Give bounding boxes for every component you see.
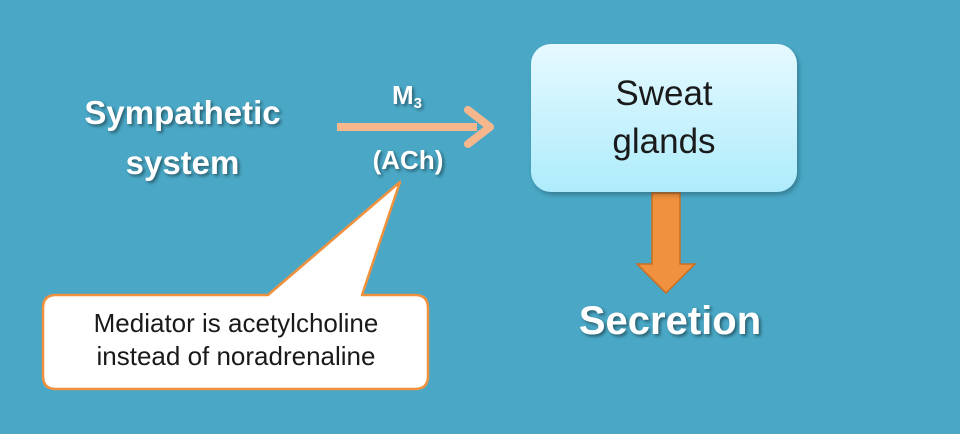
source-line-2: system	[125, 144, 240, 181]
horizontal-arrow-shaft	[337, 123, 477, 131]
target-line-1: Sweat	[615, 74, 713, 113]
callout-text: Mediator is acetylcholine instead of nor…	[44, 307, 428, 373]
receptor-subscript: 3	[413, 95, 422, 112]
receptor-main: M	[391, 80, 414, 110]
callout-line-1: Mediator is acetylcholine	[93, 308, 379, 338]
horizontal-arrow	[337, 106, 494, 148]
callout-bubble	[41, 180, 430, 391]
source-line-1: Sympathetic	[84, 94, 281, 131]
down-arrow	[635, 192, 697, 295]
sweat-glands-box: Sweat glands	[531, 44, 797, 192]
mediator-label: (ACh)	[372, 145, 444, 175]
callout-line-2: instead of noradrenaline	[96, 341, 376, 371]
secretion-label: Secretion	[578, 299, 762, 343]
receptor-label: M3	[372, 80, 442, 119]
sympathetic-system-label: Sympathetic system	[60, 88, 305, 188]
horizontal-arrow-head	[464, 106, 494, 148]
target-line-2: glands	[612, 122, 716, 161]
